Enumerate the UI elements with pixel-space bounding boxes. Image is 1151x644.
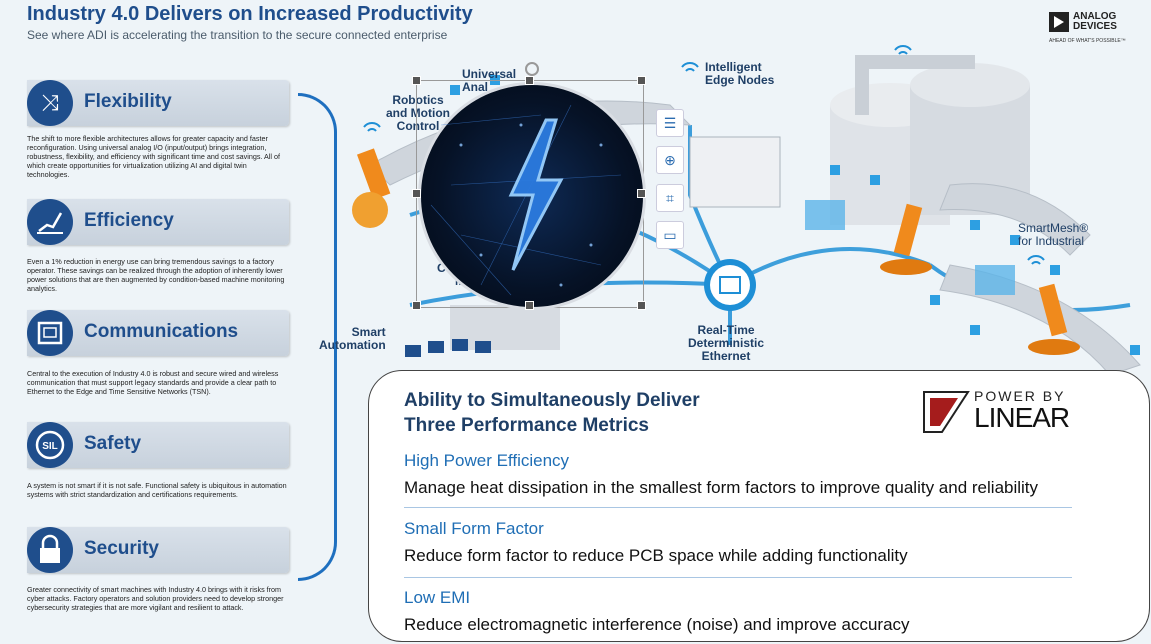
label-universal: Universal <box>462 67 517 81</box>
adi-tagline: AHEAD OF WHAT'S POSSIBLE™ <box>1049 38 1126 44</box>
metric-description: Reduce form factor to reduce PCB space w… <box>404 546 908 565</box>
category-label: Flexibility <box>84 91 172 112</box>
label-smartmesh: SmartMesh® for Industrial <box>1018 221 1089 248</box>
factory-illustration <box>352 45 1141 375</box>
sil-badge-icon: SIL <box>27 422 73 468</box>
category-communications: Communications <box>27 310 289 356</box>
metric-heading: Low EMI <box>404 588 471 607</box>
category-description: Greater connectivity of smart machines w… <box>27 585 284 612</box>
panel-title-line1: Ability to Simultaneously Deliver <box>404 390 700 411</box>
label-automation: Smart Automation <box>319 325 386 352</box>
resize-handle-n[interactable] <box>525 76 534 85</box>
lightning-image[interactable] <box>418 82 646 310</box>
page-title: Industry 4.0 Delivers on Increased Produ… <box>27 3 473 25</box>
resize-handle-e[interactable] <box>637 189 646 198</box>
rotate-handle[interactable] <box>525 62 539 76</box>
metric-heading: High Power Efficiency <box>404 451 570 470</box>
divider <box>404 507 1072 508</box>
panel-title: Ability to Simultaneously Deliver Three … <box>404 388 700 438</box>
category-label: Communications <box>84 321 239 342</box>
linear-mark-icon <box>923 391 970 433</box>
category-label: Efficiency <box>84 210 174 231</box>
zoom-button[interactable]: ⊕ <box>656 146 684 174</box>
category-efficiency: Efficiency <box>27 199 289 245</box>
metric-description: Manage heat dissipation in the smallest … <box>404 478 1039 497</box>
linear-logo-top: POWER BY <box>974 388 1066 404</box>
linear-logo-bottom: LINEAR <box>974 402 1070 433</box>
analog-devices-logo: ANALOG DEVICES AHEAD OF WHAT'S POSSIBLE™ <box>1049 12 1139 48</box>
label-hidden-c: C <box>437 261 446 275</box>
resize-handle-w[interactable] <box>412 189 421 198</box>
category-description: Even a 1% reduction in energy use can br… <box>27 257 285 293</box>
category-label: Safety <box>84 433 142 454</box>
adi-triangle-icon <box>1049 12 1069 32</box>
crop-icon: ⌗ <box>666 190 674 206</box>
shuffle-icon: ⤨ <box>27 80 73 126</box>
metric-description: Reduce electromagnetic interference (noi… <box>404 615 910 634</box>
category-description: A system is not smart if it is not safe.… <box>27 481 287 499</box>
label-ethernet: Real-Time Deterministic Ethernet <box>688 323 765 363</box>
resize-handle-s[interactable] <box>525 301 534 310</box>
resize-handle-ne[interactable] <box>637 76 646 85</box>
divider <box>404 577 1072 578</box>
svg-text:SIL: SIL <box>42 441 58 452</box>
lightning-bolt-icon <box>430 104 622 296</box>
resize-handle-nw[interactable] <box>412 76 421 85</box>
resize-handle-sw[interactable] <box>412 301 421 310</box>
power-by-linear-logo: POWER BY LINEAR <box>920 388 1090 438</box>
layers-icon: ☰ <box>663 115 677 131</box>
replace-image-button[interactable]: ▭ <box>656 221 684 249</box>
crop-button[interactable]: ⌗ <box>656 184 684 212</box>
category-label: Security <box>84 538 159 559</box>
panel-title-line2: Three Performance Metrics <box>404 415 649 436</box>
category-safety: SIL Safety <box>27 422 289 468</box>
metric-heading: Small Form Factor <box>404 519 544 538</box>
adi-name: ANALOG DEVICES <box>1073 11 1117 32</box>
metrics-panel <box>368 370 1150 642</box>
category-description: The shift to more flexible architectures… <box>27 134 281 179</box>
category-description: Central to the execution of Industry 4.0… <box>27 369 279 396</box>
category-security: Security <box>27 527 289 573</box>
zoom-in-icon: ⊕ <box>664 152 676 168</box>
growth-chart-icon <box>27 199 73 245</box>
ethernet-port-icon <box>27 310 73 356</box>
label-edge-nodes: Intelligent Edge Nodes <box>705 60 775 87</box>
category-flexibility: ⤨ Flexibility <box>27 80 289 126</box>
label-robotics: Robotics and Motion Control <box>386 93 450 133</box>
resize-handle-se[interactable] <box>637 301 646 310</box>
layers-button[interactable]: ☰ <box>656 109 684 137</box>
page-subtitle: See where ADI is accelerating the transi… <box>27 28 448 42</box>
label-universal-cut: Anal <box>462 80 489 94</box>
padlock-icon <box>27 527 73 573</box>
replace-image-icon: ▭ <box>663 227 677 243</box>
